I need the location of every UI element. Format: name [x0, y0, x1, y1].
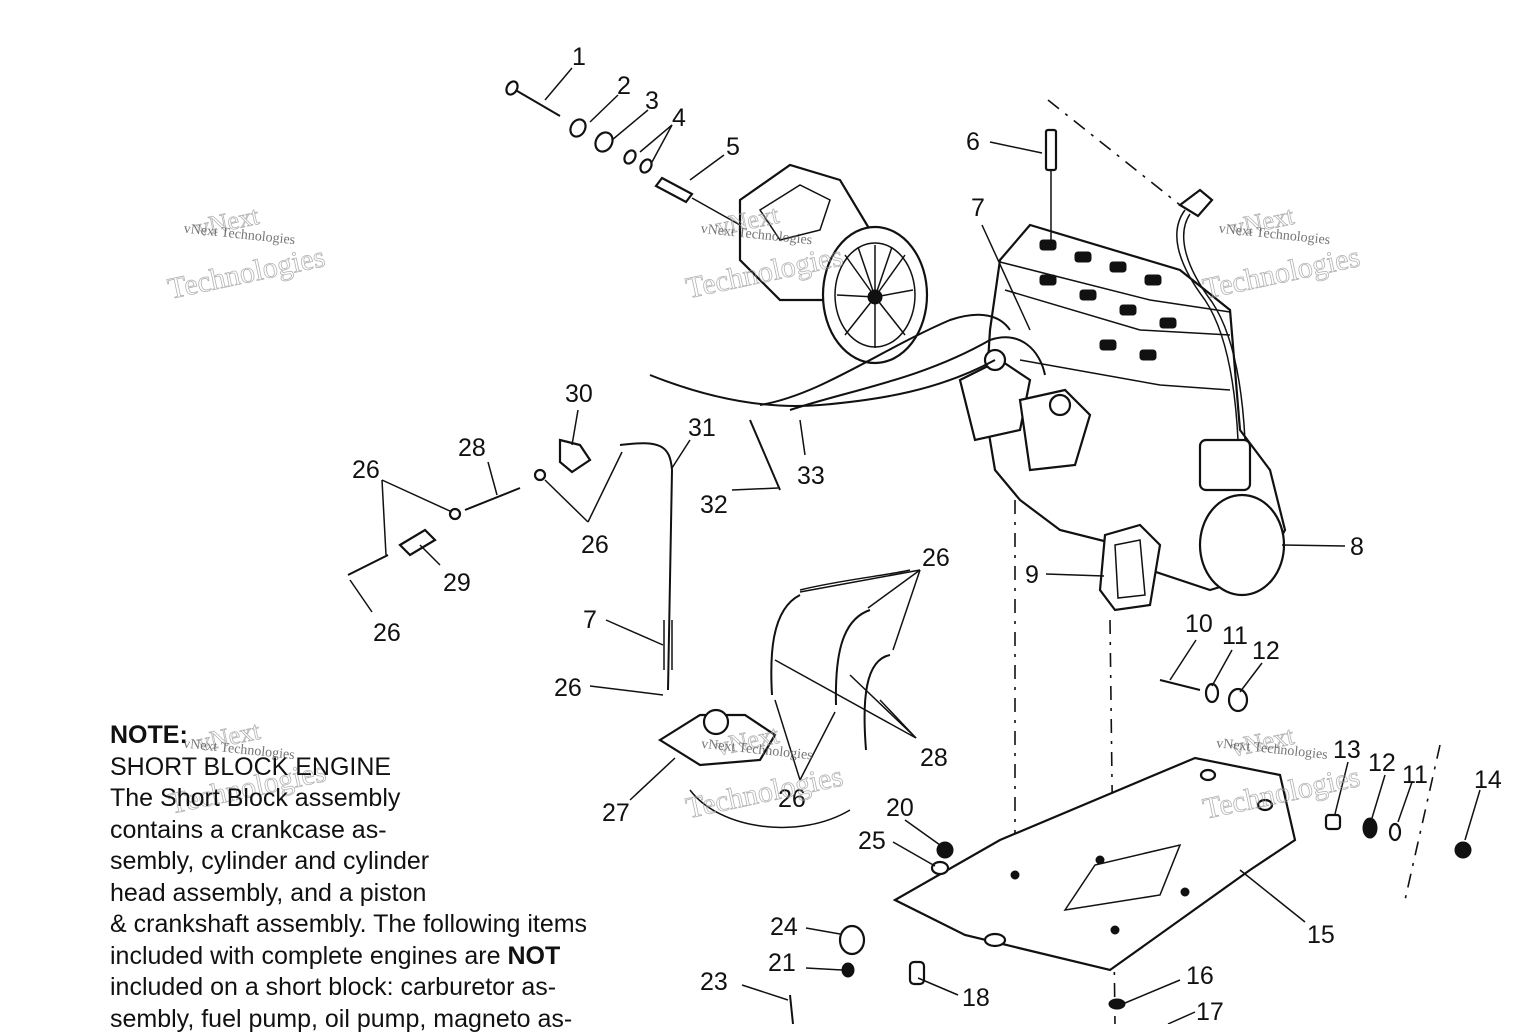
- watermark-brand: Technologies: [683, 760, 846, 825]
- callout-1: 1: [572, 43, 586, 71]
- callout-26-right: 26: [922, 544, 950, 572]
- note-line: included on a short block: carburetor as…: [110, 972, 670, 1004]
- note-heading: NOTE:: [110, 720, 670, 752]
- watermark-brand: Technologies: [165, 240, 328, 305]
- note-line: included with complete engines are NOT: [110, 941, 670, 973]
- callout-18: 18: [962, 984, 990, 1012]
- callout-30: 30: [565, 380, 593, 408]
- callout-26-left-top: 26: [352, 456, 380, 484]
- callout-7-lower: 7: [583, 606, 597, 634]
- callout-15: 15: [1307, 921, 1335, 949]
- note-line: & crankshaft assembly. The following ite…: [110, 909, 670, 941]
- callout-16: 16: [1186, 962, 1214, 990]
- callout-12-upper: 12: [1252, 637, 1280, 665]
- callout-11-upper: 11: [1222, 622, 1248, 650]
- callout-26-pump: 26: [554, 674, 582, 702]
- fuel-line-group: [348, 440, 672, 690]
- callout-6: 6: [966, 128, 980, 156]
- callout-26-mid: 26: [581, 531, 609, 559]
- callout-25: 25: [858, 827, 886, 855]
- callout-11-lower: 11: [1402, 761, 1428, 789]
- callout-10: 10: [1185, 610, 1213, 638]
- note-line: sembly, fuel pump, oil pump, magneto as-: [110, 1004, 670, 1035]
- callout-28-upper: 28: [458, 434, 486, 462]
- short-block-note: NOTE: SHORT BLOCK ENGINE The Short Block…: [110, 720, 670, 1035]
- bolt-assembly: [504, 79, 740, 225]
- callout-13: 13: [1333, 736, 1361, 764]
- callout-32: 32: [700, 491, 728, 519]
- callout-9: 9: [1025, 561, 1039, 589]
- callout-24: 24: [770, 913, 798, 941]
- note-subheading: SHORT BLOCK ENGINE: [110, 752, 670, 784]
- note-line: contains a crankcase as-: [110, 815, 670, 847]
- callout-4: 4: [672, 104, 686, 132]
- watermark-brand: Technologies: [1200, 240, 1363, 305]
- callout-12-lower: 12: [1368, 749, 1396, 777]
- note-line: head assembly, and a piston: [110, 878, 670, 910]
- callout-8: 8: [1350, 533, 1364, 561]
- callout-5: 5: [726, 133, 740, 161]
- callout-21: 21: [768, 949, 796, 977]
- callout-17: 17: [1196, 998, 1224, 1024]
- note-line: The Short Block assembly: [110, 783, 670, 815]
- callout-3: 3: [645, 87, 659, 115]
- callout-2: 2: [617, 72, 631, 100]
- callout-29: 29: [443, 569, 471, 597]
- note-emphasis: NOT: [507, 942, 560, 970]
- callout-20: 20: [886, 794, 914, 822]
- callout-28-lower: 28: [920, 744, 948, 772]
- callout-7-top: 7: [971, 194, 985, 222]
- callout-31: 31: [688, 414, 716, 442]
- note-text: included with complete engines are: [110, 942, 507, 970]
- callout-14: 14: [1474, 766, 1502, 794]
- note-line: sembly, cylinder and cylinder: [110, 846, 670, 878]
- callout-23: 23: [700, 968, 728, 996]
- callout-33: 33: [797, 462, 825, 490]
- callout-26-left-bottom: 26: [373, 619, 401, 647]
